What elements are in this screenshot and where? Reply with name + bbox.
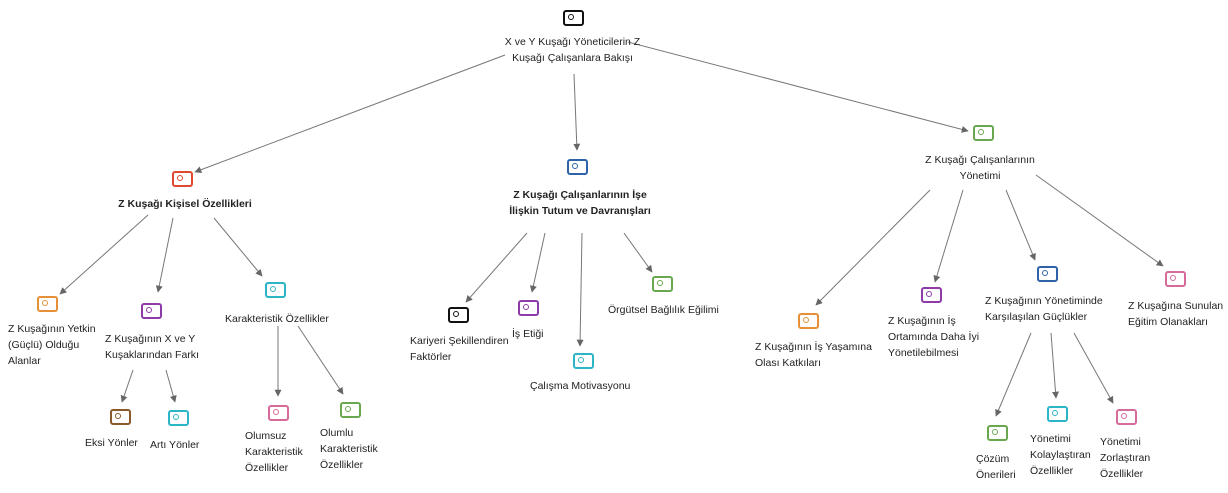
tag-icon[interactable] — [921, 287, 942, 303]
tag-hole-icon — [572, 163, 578, 169]
edge-tutum-motivasyon — [576, 232, 584, 347]
tag-icon[interactable] — [563, 10, 584, 26]
tag-icon[interactable] — [1165, 271, 1186, 287]
node-label: Yönetimi Zorlaştıran Özellikler — [1100, 436, 1151, 480]
node-label: Karakteristik Özellikler — [225, 313, 329, 325]
edge-yonetim-katki — [815, 189, 931, 306]
tag-icon[interactable] — [340, 402, 361, 418]
edge-yonetim-egitim — [1035, 174, 1164, 267]
tag-hole-icon — [453, 311, 459, 317]
node-label: Z Kuşağı Kişisel Özellikleri — [118, 198, 252, 210]
node-label: X ve Y Kuşağı Yöneticilerin Z Kuşağı Çal… — [504, 36, 641, 64]
edge-root-yonetim — [627, 41, 969, 133]
node-label: Z Kuşağının X ve Y Kuşaklarından Farkı — [105, 333, 199, 361]
tag-hole-icon — [926, 291, 932, 297]
edge-yonetim-gucluk — [1005, 189, 1036, 261]
tag-icon[interactable] — [652, 276, 673, 292]
tag-hole-icon — [1042, 270, 1048, 276]
tag-icon[interactable] — [172, 171, 193, 187]
tag-icon[interactable] — [1047, 406, 1068, 422]
node-label: Z Kuşağı Çalışanlarının Yönetimi — [925, 154, 1035, 182]
tag-hole-icon — [978, 129, 984, 135]
tag-icon[interactable] — [573, 353, 594, 369]
edge-root-kisisel — [194, 54, 506, 174]
tag-icon[interactable] — [265, 282, 286, 298]
tag-icon[interactable] — [141, 303, 162, 319]
tag-hole-icon — [1121, 413, 1127, 419]
tag-hole-icon — [657, 280, 663, 286]
tag-hole-icon — [345, 406, 351, 412]
tag-hole-icon — [270, 286, 276, 292]
node-label: Z Kuşağının Yönetiminde Karşılaşılan Güç… — [985, 295, 1103, 323]
edge-kisisel-fark — [155, 217, 174, 293]
tag-icon[interactable] — [987, 425, 1008, 441]
node-label: İş Etiği — [512, 328, 544, 340]
node-label: Çözüm Önerileri — [976, 453, 1016, 481]
node-label: Kariyeri Şekillendiren Faktörler — [410, 335, 509, 363]
node-label: Z Kuşağının İş Yaşamına Olası Katkıları — [755, 341, 872, 369]
tag-hole-icon — [568, 14, 574, 20]
node-label: Eksi Yönler — [85, 437, 138, 449]
edge-tutum-isetigi — [529, 232, 546, 293]
tag-icon[interactable] — [798, 313, 819, 329]
edge-karakteristik-olumlu — [297, 325, 344, 395]
node-label: Z Kuşağına Sunulan Eğitim Olanakları — [1128, 300, 1224, 328]
edge-fark-eksi — [120, 369, 134, 403]
tag-hole-icon — [115, 413, 121, 419]
edge-gucluk-kolay — [1050, 332, 1060, 399]
edge-tutum-kariyer — [465, 232, 528, 303]
tag-hole-icon — [523, 304, 529, 310]
tag-hole-icon — [273, 409, 279, 415]
edge-gucluk-zor — [1073, 332, 1114, 404]
tag-hole-icon — [1052, 410, 1058, 416]
tag-hole-icon — [578, 357, 584, 363]
tag-hole-icon — [992, 429, 998, 435]
edge-kisisel-yetkin — [59, 214, 149, 295]
tag-hole-icon — [42, 300, 48, 306]
edge-kisisel-karakteristik — [213, 217, 263, 277]
tag-hole-icon — [146, 307, 152, 313]
node-label: Olumsuz Karakteristik Özellikler — [245, 430, 303, 474]
tag-icon[interactable] — [168, 410, 189, 426]
tag-hole-icon — [1170, 275, 1176, 281]
tag-icon[interactable] — [110, 409, 131, 425]
edge-gucluk-cozum — [995, 332, 1032, 417]
node-label: Çalışma Motivasyonu — [530, 380, 631, 392]
edge-root-tutum — [573, 73, 581, 151]
node-label: Yönetimi Kolaylaştıran Özellikler — [1030, 433, 1091, 477]
node-label: Z Kuşağının İş Ortamında Daha İyi Yöneti… — [888, 315, 980, 359]
tag-icon[interactable] — [1037, 266, 1058, 282]
edge-yonetim-ortam — [933, 189, 964, 283]
node-label: Z Kuşağı Çalışanlarının İşe İlişkin Tutu… — [509, 189, 651, 217]
node-label: Z Kuşağının Yetkin (Güçlü) Olduğu Alanla… — [8, 323, 96, 367]
tag-icon[interactable] — [448, 307, 469, 323]
tag-hole-icon — [803, 317, 809, 323]
node-label: Örgütsel Bağlılık Eğilimi — [608, 304, 719, 316]
tag-icon[interactable] — [268, 405, 289, 421]
tag-icon[interactable] — [973, 125, 994, 141]
tag-icon[interactable] — [37, 296, 58, 312]
tag-icon[interactable] — [518, 300, 539, 316]
node-label: Artı Yönler — [150, 439, 200, 451]
edge-fark-arti — [165, 369, 177, 403]
edge-tutum-baglilik — [623, 232, 653, 273]
node-label: Olumlu Karakteristik Özellikler — [320, 427, 378, 471]
tag-icon[interactable] — [1116, 409, 1137, 425]
tag-hole-icon — [173, 414, 179, 420]
tag-icon[interactable] — [567, 159, 588, 175]
tag-hole-icon — [177, 175, 183, 181]
